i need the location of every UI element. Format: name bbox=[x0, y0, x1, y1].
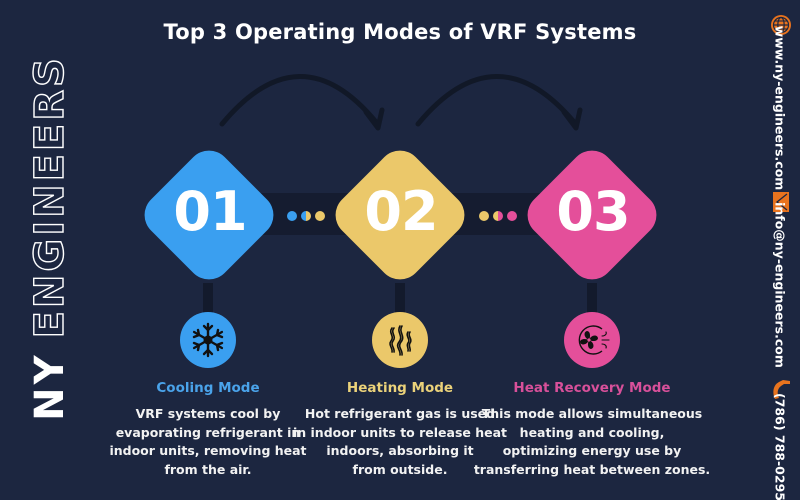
mode-label-heat-recovery: Heat Recovery Mode bbox=[513, 380, 671, 396]
mail-icon bbox=[773, 192, 789, 212]
phone-icon bbox=[773, 380, 790, 399]
globe-icon bbox=[771, 15, 791, 35]
fan-airflow-icon bbox=[578, 325, 610, 355]
arrow-icon bbox=[415, 74, 577, 127]
cooling-icon-circle bbox=[180, 312, 236, 368]
stem bbox=[587, 283, 597, 323]
stem bbox=[395, 283, 405, 323]
mode-description-heating: Hot refrigerant gas is used in indoor un… bbox=[292, 406, 508, 477]
mode-description-cooling: VRF systems cool by evaporating refriger… bbox=[109, 406, 307, 477]
mode-label-heating: Heating Mode bbox=[346, 380, 454, 396]
mode-description-heat-recovery: This mode allows simultaneous heating an… bbox=[473, 406, 711, 477]
step-number-2: 02 bbox=[364, 180, 438, 243]
step-number-3: 03 bbox=[556, 180, 630, 243]
connector-dots-2 bbox=[479, 211, 517, 221]
page-title: Top 3 Operating Modes of VRF Systems bbox=[163, 20, 637, 44]
recovery-icon-circle bbox=[564, 312, 620, 368]
mode-label-cooling: Cooling Mode bbox=[156, 380, 260, 396]
heat-waves-icon bbox=[389, 325, 412, 356]
connector-dots-1 bbox=[287, 211, 325, 221]
stem bbox=[203, 283, 213, 323]
snowflake-icon bbox=[192, 322, 224, 358]
step-number-1: 01 bbox=[173, 180, 247, 243]
heating-icon-circle bbox=[372, 312, 428, 368]
arrow-icon bbox=[219, 74, 379, 127]
